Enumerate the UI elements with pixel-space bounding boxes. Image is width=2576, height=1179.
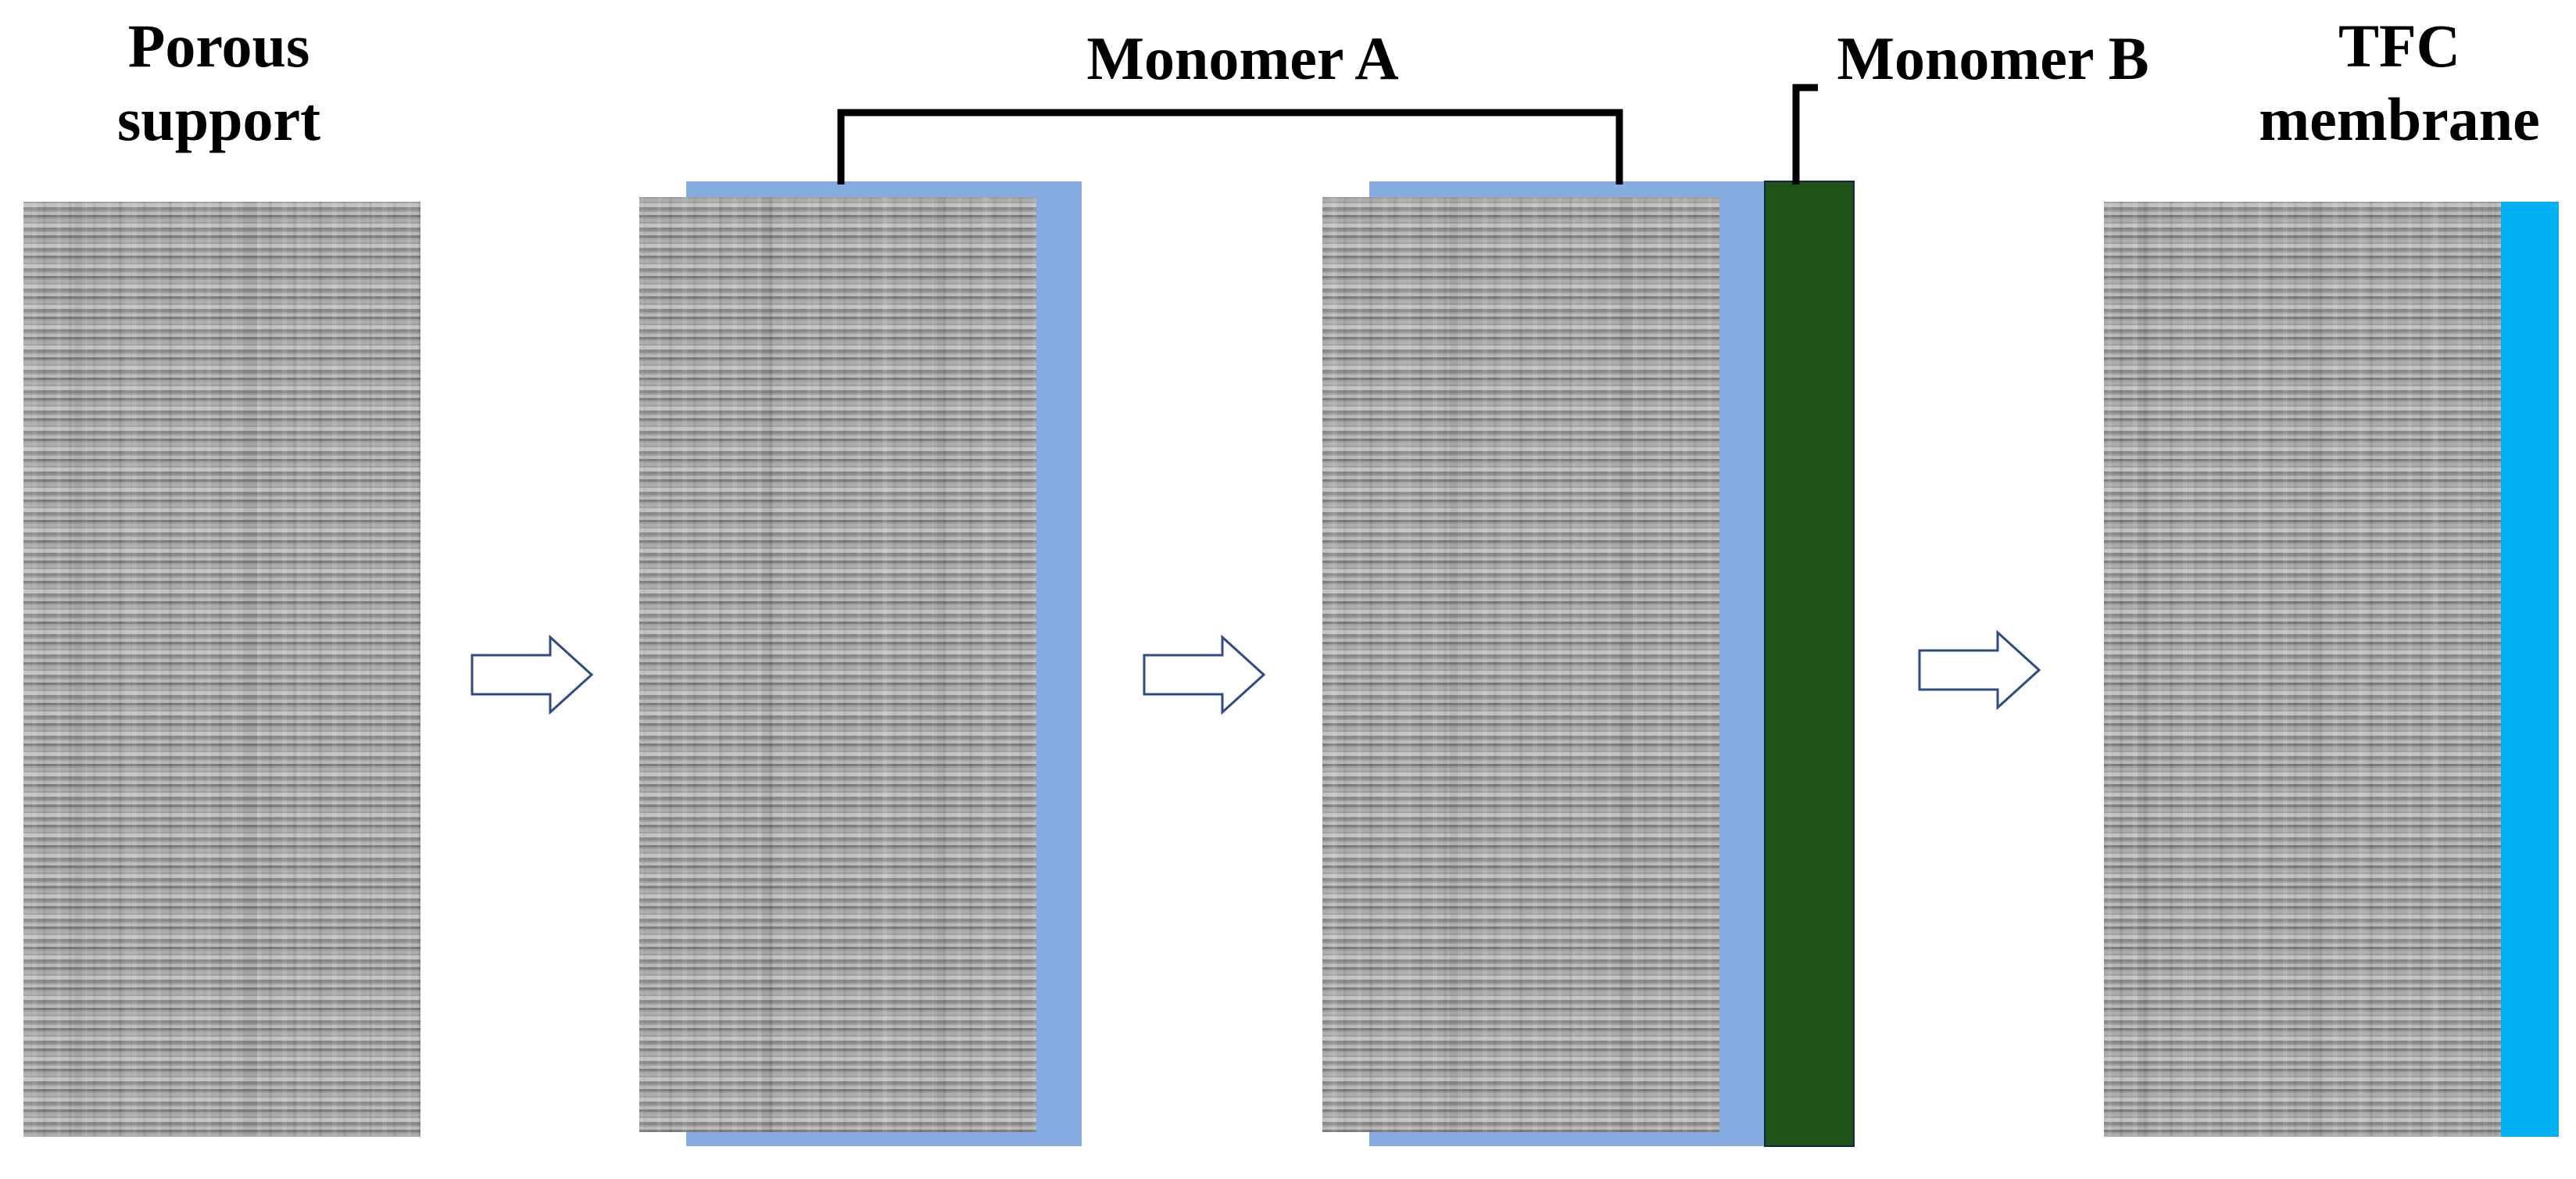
step-porous-support	[23, 202, 420, 1137]
monomer-b-layer	[1764, 181, 1855, 1147]
process-arrow-1-icon	[470, 634, 594, 715]
label-monomer-b: Monomer B	[1821, 22, 2165, 95]
label-porous-support-line-2: support	[116, 85, 321, 153]
label-porous-support: Porous support	[63, 9, 375, 156]
tfc-support-streaks	[2104, 202, 2501, 1137]
process-arrow-3-icon	[1918, 629, 2041, 711]
porous-support-streaks	[23, 202, 420, 1137]
label-tfc-membrane-line-2: membrane	[2259, 85, 2540, 153]
step-tfc-membrane	[2104, 202, 2559, 1137]
monomer-b-leader	[1792, 84, 1818, 185]
label-tfc-membrane: TFC membrane	[2235, 9, 2563, 156]
label-monomer-a-text: Monomer A	[1086, 24, 1399, 92]
support-streaks-step2	[639, 197, 1036, 1132]
support-streaks-step3	[1322, 197, 1719, 1132]
tfc-active-layer	[2501, 202, 2559, 1137]
process-arrow-2-icon	[1143, 634, 1266, 715]
label-tfc-membrane-line-1: TFC	[2338, 12, 2460, 80]
label-monomer-b-text: Monomer B	[1837, 24, 2149, 92]
label-porous-support-line-1: Porous	[127, 12, 310, 80]
step-monomer-a-coating	[639, 181, 1082, 1146]
step-monomer-b-contact	[1322, 181, 1855, 1147]
label-monomer-a: Monomer A	[1039, 22, 1446, 95]
monomer-a-bracket	[837, 109, 1623, 185]
